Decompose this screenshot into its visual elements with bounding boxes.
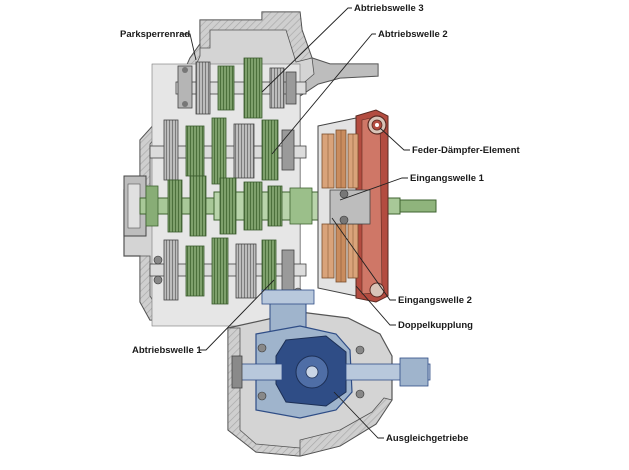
leader-eingangswelle-1	[339, 177, 408, 201]
double-clutch	[317, 109, 389, 303]
label-parksperrenrad: Parksperrenrad	[120, 29, 190, 40]
output-shaft-3	[175, 57, 307, 119]
leader-parksperrenrad	[180, 33, 197, 61]
leader-doppelkupplung	[355, 285, 396, 326]
differential	[227, 289, 431, 457]
label-abtriebswelle-1: Abtriebswelle 1	[132, 345, 202, 356]
leader-abtriebswelle-3	[261, 7, 352, 93]
input-shaft-2	[213, 177, 325, 235]
leader-ausgleichgetriebe	[333, 391, 384, 439]
label-eingangswelle-1: Eingangswelle 1	[410, 173, 485, 184]
label-abtriebswelle-3: Abtriebswelle 3	[354, 3, 424, 14]
label-feder-daempfer-element: Feder-Dämpfer-Element	[412, 145, 521, 156]
leader-eingangswelle-2	[331, 217, 396, 301]
output-shaft-1	[149, 237, 307, 305]
label-ausgleichgetriebe: Ausgleichgetriebe	[386, 433, 468, 444]
leader-lines	[180, 7, 410, 439]
label-doppelkupplung: Doppelkupplung	[398, 320, 473, 331]
leader-abtriebswelle-1	[200, 279, 275, 351]
label-eingangswelle-2: Eingangswelle 2	[398, 295, 472, 306]
label-abtriebswelle-2: Abtriebswelle 2	[378, 29, 448, 40]
leader-feder-daempfer	[379, 127, 410, 151]
labels: Parksperrenrad Abtriebswelle 3 Abtriebsw…	[120, 3, 521, 444]
output-shaft-2	[149, 117, 307, 185]
leader-abtriebswelle-2	[271, 33, 376, 155]
